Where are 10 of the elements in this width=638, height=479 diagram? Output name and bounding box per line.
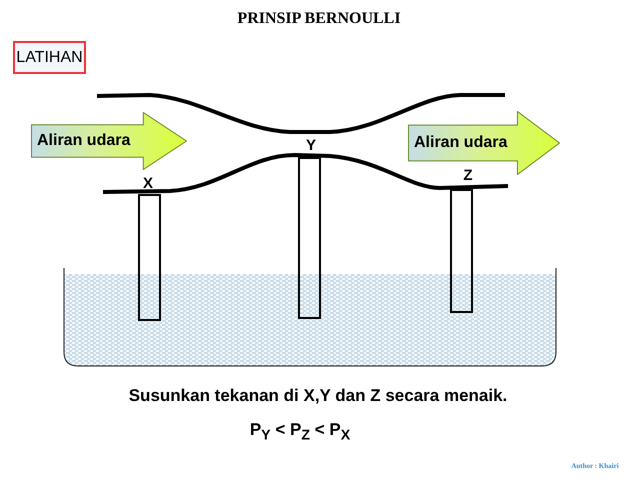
arrow-label: Aliran udara bbox=[414, 133, 508, 153]
title: PRINSIP BERNOULLI bbox=[236, 10, 402, 28]
point-label: Z bbox=[463, 168, 473, 184]
block-arrow bbox=[31, 112, 187, 170]
point-label: Y bbox=[306, 138, 316, 154]
exercise-label-box: LATIHAN bbox=[13, 41, 86, 74]
point-label: X bbox=[142, 176, 153, 192]
question-text: Susunkan tekanan di X,Y dan Z secara menaik. bbox=[128, 386, 508, 406]
arrow-label: Aliran udara bbox=[37, 131, 130, 151]
answer-text: P$_{Y}$ < P$_{Z}$ < P$_{X}$ bbox=[250, 420, 350, 444]
